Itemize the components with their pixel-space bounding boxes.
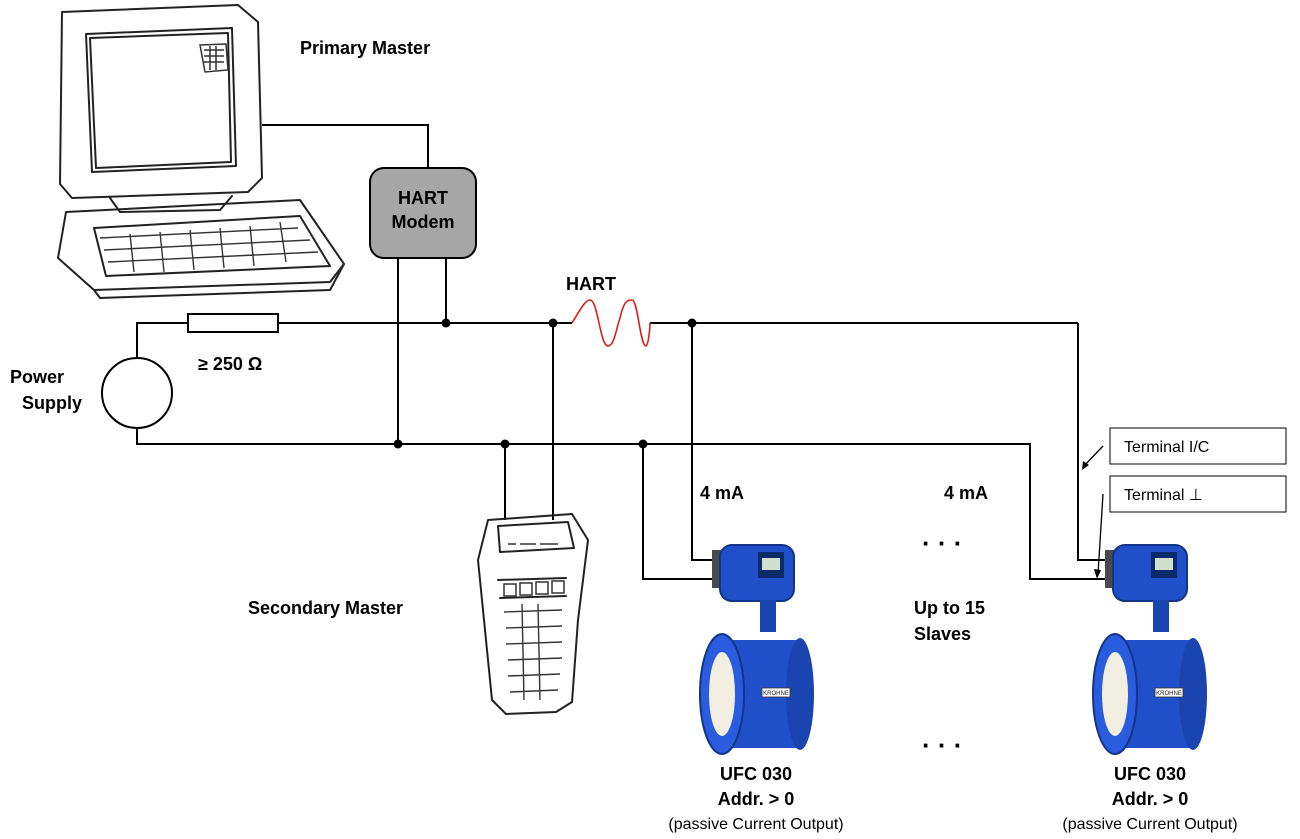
- ellipsis-bottom: · · ·: [922, 730, 962, 760]
- device-2-addr: Addr. > 0: [1112, 789, 1189, 809]
- power-supply-line1: Power: [10, 367, 64, 387]
- hart-modem-box: [369, 167, 477, 259]
- flowmeter-1-icon: KROHNE: [699, 544, 814, 755]
- device-1-addr: Addr. > 0: [718, 789, 795, 809]
- hart-signal-wave: [571, 299, 651, 347]
- current-label-1: 4 mA: [700, 483, 744, 503]
- slaves-label-line2: Slaves: [914, 624, 971, 644]
- terminal-gnd-label: Terminal ⊥: [1124, 487, 1203, 504]
- slaves-label-line1: Up to 15: [914, 598, 985, 618]
- power-supply-line2: Supply: [22, 393, 82, 413]
- terminal-ic-box: [1109, 427, 1287, 465]
- current-label-2: 4 mA: [944, 483, 988, 503]
- modem-label-line1: HART: [398, 188, 448, 208]
- terminal-ic-label: Terminal I/C: [1124, 439, 1209, 456]
- handheld-communicator-icon: [477, 513, 589, 715]
- flowmeter-2-brand: KROHNE: [1156, 691, 1182, 697]
- terminal-gnd-box: [1109, 475, 1287, 513]
- device-2-model: UFC 030: [1114, 764, 1186, 784]
- secondary-master-label: Secondary Master: [248, 598, 403, 618]
- primary-master-label: Primary Master: [300, 38, 430, 58]
- resistor-label: ≥ 250 Ω: [198, 354, 262, 374]
- flowmeter-1-brand: KROHNE: [763, 691, 789, 697]
- device-1-model: UFC 030: [720, 764, 792, 784]
- power-supply-symbol: [101, 357, 173, 429]
- computer-icon: [57, 4, 345, 299]
- resistor-symbol: [187, 313, 279, 333]
- terminal-arrows: [1082, 445, 1104, 579]
- ellipsis-top: · · ·: [922, 528, 962, 558]
- hart-signal-label: HART: [566, 274, 616, 294]
- device-2-note: (passive Current Output): [1062, 816, 1237, 833]
- flowmeter-2-icon: KROHNE: [1092, 544, 1207, 755]
- wiring: [136, 124, 1105, 580]
- device-1-note: (passive Current Output): [668, 816, 843, 833]
- modem-label-line2: Modem: [392, 212, 455, 232]
